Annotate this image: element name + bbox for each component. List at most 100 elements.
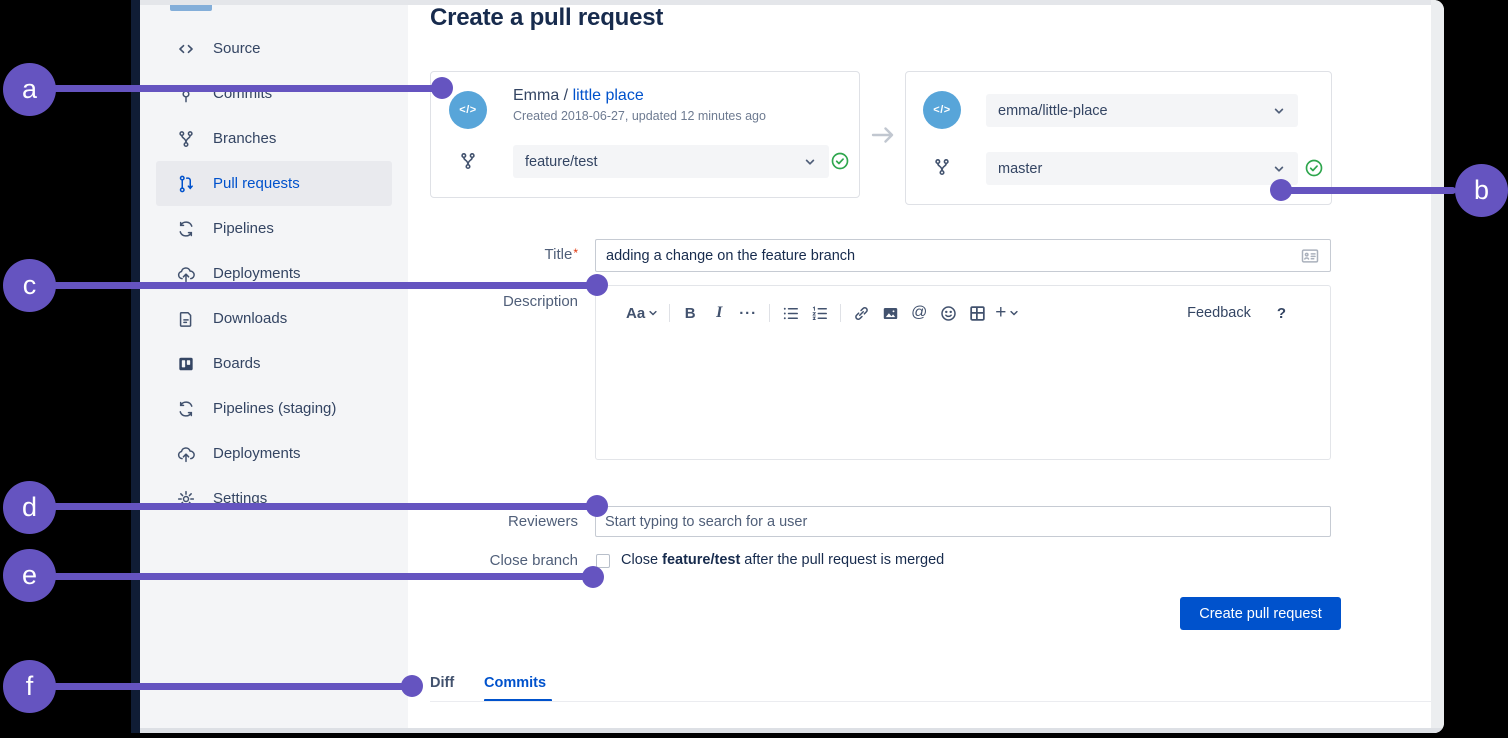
bullet-list-button[interactable]: [779, 301, 801, 325]
page-title: Create a pull request: [430, 4, 664, 31]
chevron-down-icon: [1272, 104, 1286, 118]
contact-card-icon: [1300, 246, 1320, 266]
create-pull-request-button[interactable]: Create pull request: [1180, 597, 1341, 630]
reviewers-input[interactable]: Start typing to search for a user: [595, 506, 1331, 537]
link-button[interactable]: [850, 301, 872, 325]
sidebar-item-pipelines-staging[interactable]: Pipelines (staging): [156, 386, 392, 431]
destination-repo-select[interactable]: emma/little-place: [986, 94, 1298, 127]
annotation-marker-e: e: [3, 549, 56, 602]
tab-commits[interactable]: Commits: [484, 675, 547, 691]
scrollbar-track[interactable]: [1431, 0, 1444, 733]
source-repo-name: Emma / little place: [513, 87, 644, 105]
annotation-line-e: [30, 573, 593, 580]
branch-ok-check-icon: [830, 151, 850, 171]
annotation-line-b: [1281, 187, 1456, 194]
tab-divider-rule: [430, 701, 1431, 702]
sidebar-item-commits[interactable]: Commits: [156, 71, 392, 116]
source-repo-avatar: </>: [449, 91, 487, 129]
annotation-marker-d: d: [3, 481, 56, 534]
branch-icon: [932, 157, 952, 177]
toolbar-divider: [669, 304, 671, 322]
annotation-marker-b: b: [1455, 164, 1508, 217]
title-value: adding a change on the feature branch: [606, 247, 856, 264]
sidebar-item-source[interactable]: Source: [156, 26, 392, 71]
description-editor[interactable]: Aa B I ··· @: [595, 285, 1331, 460]
feedback-link[interactable]: Feedback: [1187, 305, 1251, 321]
sidebar-item-label: Pipelines (staging): [213, 400, 337, 417]
sidebar-item-downloads[interactable]: Downloads: [156, 296, 392, 341]
sidebar-item-label: Boards: [213, 355, 261, 372]
toolbar-divider: [769, 304, 771, 322]
annotation-dot-a: [431, 77, 453, 99]
sidebar-item-settings[interactable]: Settings: [156, 476, 392, 521]
toolbar-divider: [840, 304, 842, 322]
insert-more-button[interactable]: +: [995, 301, 1020, 325]
close-branch-name: feature/test: [662, 552, 741, 568]
editor-toolbar: Aa B I ··· @: [596, 286, 1330, 340]
annotation-dot-e: [582, 566, 604, 588]
sidebar-item-deployments[interactable]: Deployments: [156, 251, 392, 296]
repo-owner: Emma /: [513, 87, 573, 104]
annotation-line-d: [30, 503, 597, 510]
title-input[interactable]: adding a change on the feature branch: [595, 239, 1331, 272]
text-style-button[interactable]: Aa: [626, 301, 659, 325]
chevron-down-icon: [803, 155, 817, 169]
close-branch-label: Close branch: [489, 552, 578, 569]
reviewers-placeholder: Start typing to search for a user: [605, 513, 808, 530]
table-button[interactable]: [966, 301, 988, 325]
required-asterisk: *: [573, 246, 578, 260]
title-label: Title*: [544, 246, 578, 263]
source-repo-meta: Created 2018-06-27, updated 12 minutes a…: [513, 109, 766, 123]
window-bottom-edge: [140, 728, 1444, 733]
image-button[interactable]: [879, 301, 901, 325]
sidebar-item-label: Downloads: [213, 310, 288, 327]
pull-request-icon: [176, 174, 196, 194]
close-branch-text: Close feature/test after the pull reques…: [621, 552, 945, 568]
help-button[interactable]: ?: [1276, 304, 1286, 322]
boards-icon: [176, 354, 196, 374]
chevron-down-icon: [1272, 162, 1286, 176]
sidebar-item-branches[interactable]: Branches: [156, 116, 392, 161]
sidebar-item-label: Pull requests: [213, 175, 300, 192]
destination-branch-value: master: [998, 160, 1043, 177]
annotation-marker-a: a: [3, 63, 56, 116]
destination-repo-avatar: </>: [923, 91, 961, 129]
destination-branch-select[interactable]: master: [986, 152, 1298, 185]
annotation-dot-b: [1270, 179, 1292, 201]
sidebar-item-boards[interactable]: Boards: [156, 341, 392, 386]
deployments-cloud-icon: [176, 444, 196, 464]
close-branch-checkbox[interactable]: [596, 554, 610, 568]
branch-icon: [176, 129, 196, 149]
sidebar-item-label: Settings: [213, 490, 268, 507]
description-content-area[interactable]: [596, 340, 1330, 461]
more-formatting-button[interactable]: ···: [739, 304, 758, 322]
merge-direction-arrow-icon: [871, 124, 895, 146]
global-nav-rail: [131, 0, 140, 733]
branch-ok-check-icon: [1304, 158, 1324, 178]
bitbucket-window: Source Commits Branches Pull requests: [131, 0, 1444, 733]
tab-diff[interactable]: Diff: [430, 675, 455, 691]
italic-button[interactable]: I: [716, 304, 723, 321]
emoji-button[interactable]: [937, 301, 959, 325]
annotation-line-f: [30, 683, 412, 690]
bold-button[interactable]: B: [684, 304, 696, 322]
repo-link[interactable]: little place: [572, 87, 644, 104]
pipelines-icon: [176, 219, 196, 239]
annotation-dot-d: [586, 495, 608, 517]
sidebar-item-label: Deployments: [213, 445, 301, 462]
numbered-list-button[interactable]: [808, 301, 830, 325]
source-branch-select[interactable]: feature/test: [513, 145, 829, 178]
sidebar-item-label: Source: [213, 40, 261, 57]
sidebar-item-pipelines[interactable]: Pipelines: [156, 206, 392, 251]
sidebar-item-pull-requests[interactable]: Pull requests: [156, 161, 392, 206]
repo-avatar-remnant: [170, 5, 212, 11]
source-code-icon: [176, 39, 196, 59]
active-tab-indicator: [484, 699, 552, 702]
mention-button[interactable]: @: [911, 304, 928, 321]
description-label: Description: [502, 293, 578, 310]
destination-branch-card: </> emma/little-place master: [905, 71, 1332, 205]
sidebar-item-deployments-2[interactable]: Deployments: [156, 431, 392, 476]
branch-icon: [458, 151, 478, 171]
pipelines-icon: [176, 399, 196, 419]
